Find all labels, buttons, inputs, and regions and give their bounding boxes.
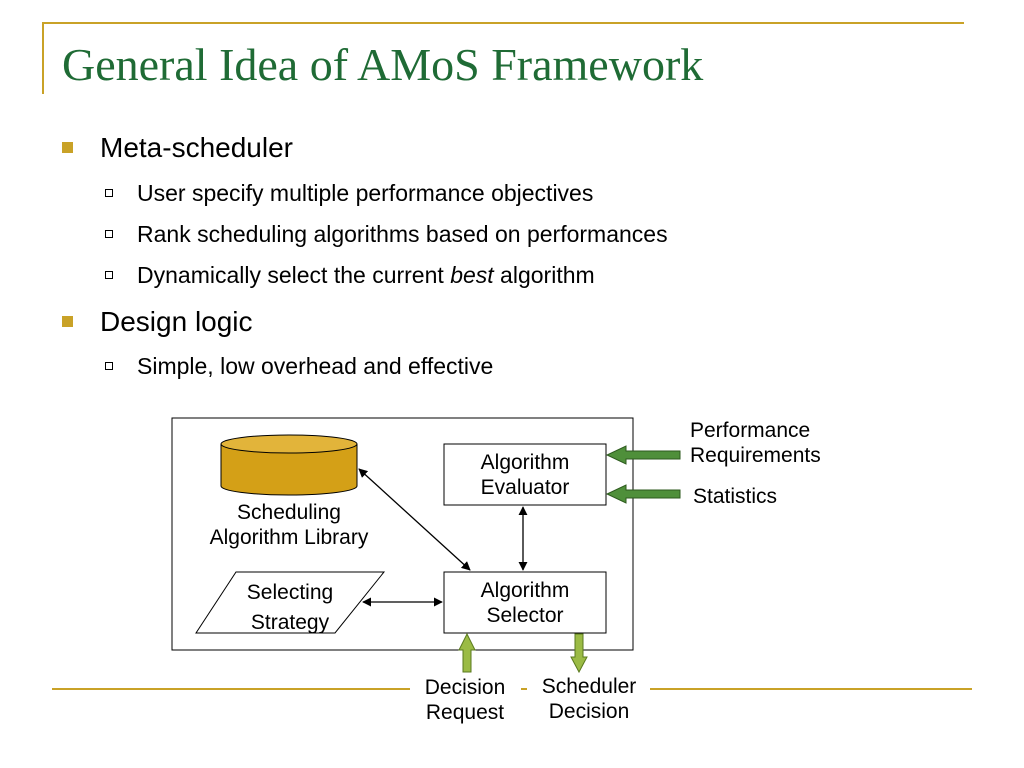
sub-bullet-text: Dynamically select the current best algo… xyxy=(137,262,595,289)
decision-request-line1: Decision xyxy=(424,676,506,699)
title-frame-horizontal xyxy=(42,22,964,24)
strategy-label: Selecting Strategy xyxy=(220,578,360,638)
bullet-text: Design logic xyxy=(100,306,253,337)
library-cylinder-icon xyxy=(220,434,358,496)
statistics-arrow-icon xyxy=(605,484,681,504)
scheduler-decision-line2: Decision xyxy=(548,700,630,723)
statistics-label: Statistics xyxy=(693,485,778,508)
performance-label-line2: Requirements xyxy=(690,444,821,467)
sub-bullet-text-pre: Dynamically select the current xyxy=(137,262,451,288)
title-frame-vertical xyxy=(42,22,44,94)
evaluator-label-line2: Evaluator xyxy=(480,476,570,499)
scheduler-decision-line1: Scheduler xyxy=(541,675,637,698)
sub-bullet-square-icon xyxy=(105,189,113,197)
performance-arrow-icon xyxy=(605,445,681,465)
strategy-label-line2: Strategy xyxy=(250,611,330,634)
slide-title: General Idea of AMoS Framework xyxy=(62,39,704,90)
selector-label-line2: Selector xyxy=(486,604,564,627)
decision-request-line2: Request xyxy=(425,701,505,724)
footer-rule-right xyxy=(650,688,972,690)
performance-label-line1: Performance xyxy=(690,419,811,442)
evaluator-label: Algorithm Evaluator xyxy=(444,450,606,500)
evaluator-box xyxy=(443,443,607,506)
sub-bullet-square-icon xyxy=(105,271,113,279)
performance-label: Performance Requirements xyxy=(690,418,821,468)
strategy-parallelogram xyxy=(195,571,386,634)
bullet-square-icon xyxy=(62,316,73,327)
decision-request-arrow-icon xyxy=(458,632,476,673)
scheduler-decision-label: Scheduler Decision xyxy=(529,674,649,724)
sub-bullet-text-emphasis: best xyxy=(450,262,494,288)
scheduler-decision-arrow-icon xyxy=(570,633,588,674)
sub-bullet-text: Rank scheduling algorithms based on perf… xyxy=(137,221,668,247)
library-selector-arrow xyxy=(358,468,471,571)
evaluator-label-line1: Algorithm xyxy=(480,451,570,474)
decision-request-label: Decision Request xyxy=(410,675,520,725)
library-label: Scheduling Algorithm Library xyxy=(191,500,387,550)
selector-box xyxy=(443,571,607,634)
strategy-label-line1: Selecting xyxy=(246,581,334,604)
bullet-text: Meta-scheduler xyxy=(100,132,293,163)
sub-bullet-text-post: algorithm xyxy=(493,262,595,288)
footer-rule-mid xyxy=(521,688,527,690)
selector-label-line1: Algorithm xyxy=(480,579,570,602)
sub-bullet-text: Simple, low overhead and effective xyxy=(137,353,494,379)
sub-bullet-square-icon xyxy=(105,230,113,238)
sub-bullet-square-icon xyxy=(105,362,113,370)
library-label-line1: Scheduling xyxy=(237,501,341,524)
library-label-line2: Algorithm Library xyxy=(209,526,369,549)
sub-bullet-text: User specify multiple performance object… xyxy=(137,180,594,206)
bullet-square-icon xyxy=(62,142,73,153)
footer-rule-left xyxy=(52,688,410,690)
selector-label: Algorithm Selector xyxy=(444,578,606,628)
